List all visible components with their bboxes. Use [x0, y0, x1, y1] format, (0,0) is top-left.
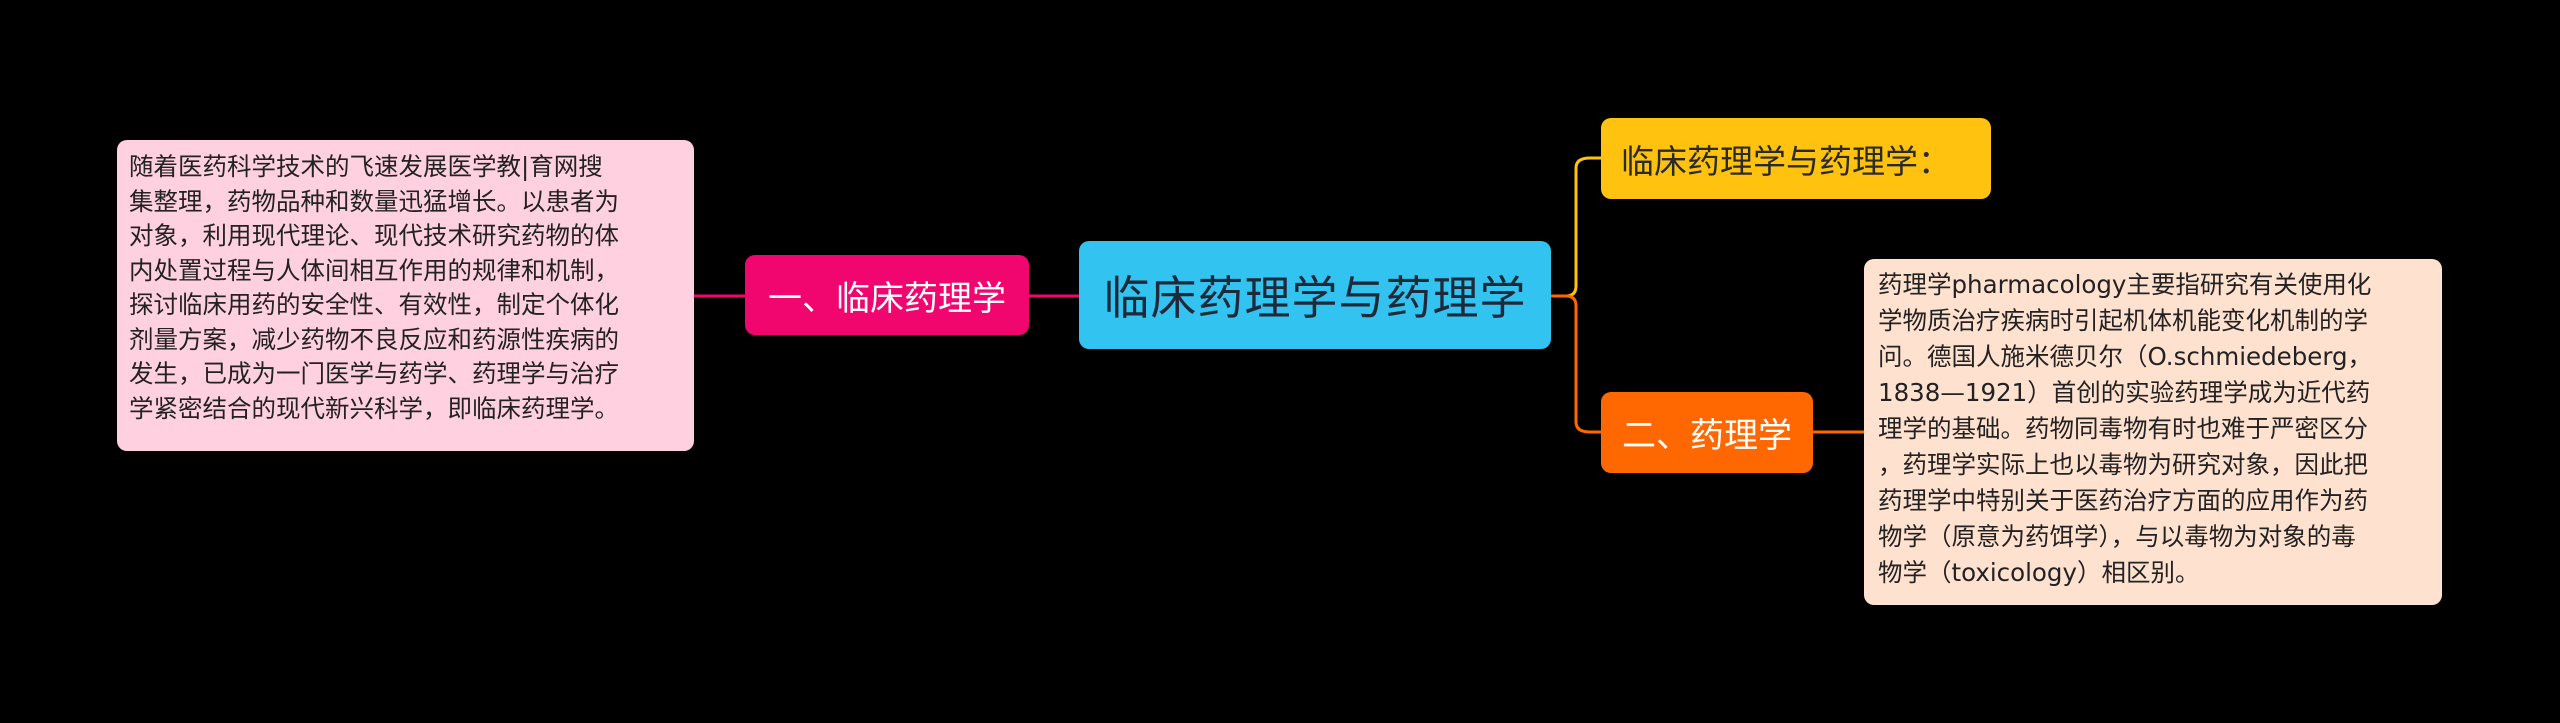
root-node-label: 临床药理学与药理学 — [1103, 271, 1527, 325]
branch-comparison-label: 临床药理学与药理学： — [1621, 141, 1951, 181]
branch-pharmacology[interactable]: 二、药理学 — [1601, 392, 1813, 473]
leaf-pharmacology-text: 药理学pharmacology主要指研究有关使用化 学物质治疗疾病时引起机体机能… — [1878, 270, 2373, 587]
connector-right-top — [1551, 156, 1601, 298]
branch-pharmacology-label: 二、药理学 — [1622, 416, 1792, 456]
root-node[interactable]: 临床药理学与药理学 — [1079, 241, 1551, 349]
branch-clinical-pharmacology[interactable]: 一、临床药理学 — [745, 255, 1029, 335]
connector-right-bottom — [1551, 294, 1601, 434]
leaf-clinical-pharmacology-text: 随着医药科学技术的飞速发展医学教|育网搜 集整理，药物品种和数量迅猛增长。以患者… — [129, 152, 619, 423]
leaf-clinical-pharmacology[interactable]: 随着医药科学技术的飞速发展医学教|育网搜 集整理，药物品种和数量迅猛增长。以患者… — [117, 140, 694, 451]
branch-comparison[interactable]: 临床药理学与药理学： — [1601, 118, 1991, 199]
branch-clinical-pharmacology-label: 一、临床药理学 — [768, 278, 1006, 319]
leaf-pharmacology[interactable]: 药理学pharmacology主要指研究有关使用化 学物质治疗疾病时引起机体机能… — [1864, 259, 2442, 605]
